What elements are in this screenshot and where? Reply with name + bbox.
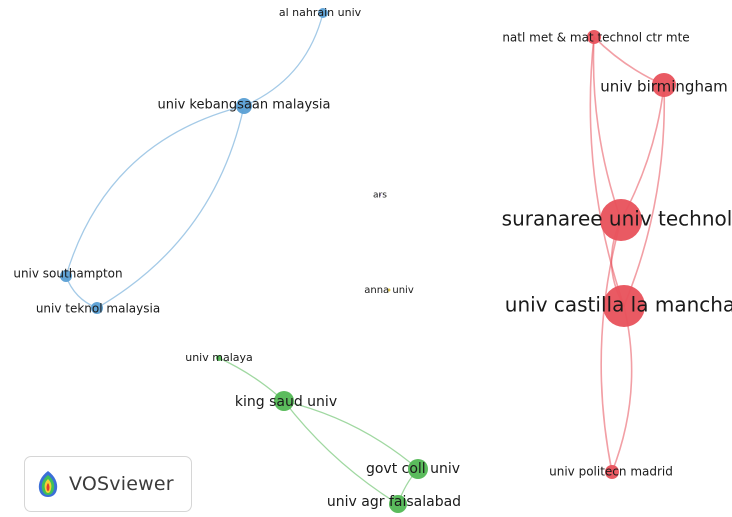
node-label-anna-univ[interactable]: anna univ (364, 285, 414, 296)
node-univ-malaya[interactable] (216, 355, 222, 361)
link-king-saud-univ-univ-agr-faisalabad[interactable] (283, 400, 399, 505)
node-univ-agr-faisalabad[interactable] (389, 495, 407, 513)
link-univ-birmingham-suranaree-univ-technol[interactable] (620, 84, 665, 221)
link-univ-castilla-la-mancha-univ-politecn-madrid[interactable] (611, 305, 633, 473)
link-king-saud-univ-govt-coll-univ[interactable] (283, 400, 419, 470)
node-univ-politecn-madrid[interactable] (605, 465, 619, 479)
link-univ-kebangsaan-malaysia-univ-southampton[interactable] (65, 105, 245, 277)
node-anna-univ[interactable] (387, 288, 391, 292)
link-suranaree-univ-technol-univ-politecn-madrid[interactable] (600, 219, 622, 473)
node-univ-southampton[interactable] (60, 270, 72, 282)
node-label-natl-met-mat-technol-ctr-mte[interactable]: natl met & mat technol ctr mte (502, 31, 689, 45)
node-label-king-saud-univ[interactable]: king saud univ (235, 394, 337, 410)
network-labels: al nahrain univ univ kebangsaan malaysia u… (13, 6, 732, 510)
node-govt-coll-univ[interactable] (408, 459, 428, 479)
node-label-univ-politecn-madrid[interactable]: univ politecn madrid (549, 465, 673, 479)
vosviewer-heatmap-icon (38, 471, 58, 497)
node-label-al-nahrain-univ[interactable]: al nahrain univ (279, 6, 362, 19)
node-label-univ-agr-faisalabad[interactable]: univ agr faisalabad (327, 494, 461, 510)
node-al-nahrain-univ[interactable] (318, 8, 328, 18)
node-label-ars[interactable]: ars (373, 191, 387, 201)
network-edges (65, 12, 666, 505)
link-univ-kebangsaan-malaysia-univ-teknol-malaysia[interactable] (96, 105, 245, 309)
node-suranaree-univ-technol[interactable] (600, 199, 642, 241)
node-univ-kebangsaan-malaysia[interactable] (236, 98, 252, 114)
link-natl-met-mat-technol-ctr-mte-univ-castilla-la-mancha[interactable] (589, 36, 625, 307)
node-univ-castilla-la-mancha[interactable] (603, 285, 645, 327)
network-nodes (60, 8, 676, 513)
node-univ-birmingham[interactable] (652, 73, 676, 97)
link-natl-met-mat-technol-ctr-mte-suranaree-univ-technol[interactable] (592, 36, 622, 221)
node-ars[interactable] (379, 194, 381, 196)
node-label-univ-malaya[interactable]: univ malaya (185, 351, 253, 364)
node-label-univ-birmingham[interactable]: univ birmingham (600, 78, 728, 96)
node-label-univ-castilla-la-mancha[interactable]: univ castilla la mancha (505, 293, 732, 317)
node-label-univ-kebangsaan-malaysia[interactable]: univ kebangsaan malaysia (157, 98, 330, 113)
link-univ-birmingham-univ-castilla-la-mancha[interactable] (623, 84, 666, 307)
node-label-univ-southampton[interactable]: univ southampton (13, 267, 122, 281)
vosviewer-logo: VOSviewer (24, 456, 192, 512)
logo-text: VOSviewer (69, 473, 174, 495)
node-label-univ-teknol-malaysia[interactable]: univ teknol malaysia (36, 302, 160, 316)
node-natl-met-mat-technol-ctr-mte[interactable] (587, 30, 601, 44)
node-label-suranaree-univ-technol[interactable]: suranaree univ technol (502, 207, 732, 231)
link-al-nahrain-univ-univ-kebangsaan-malaysia[interactable] (243, 12, 324, 107)
node-univ-teknol-malaysia[interactable] (91, 302, 103, 314)
node-label-govt-coll-univ[interactable]: govt coll univ (366, 461, 460, 477)
node-king-saud-univ[interactable] (274, 391, 294, 411)
